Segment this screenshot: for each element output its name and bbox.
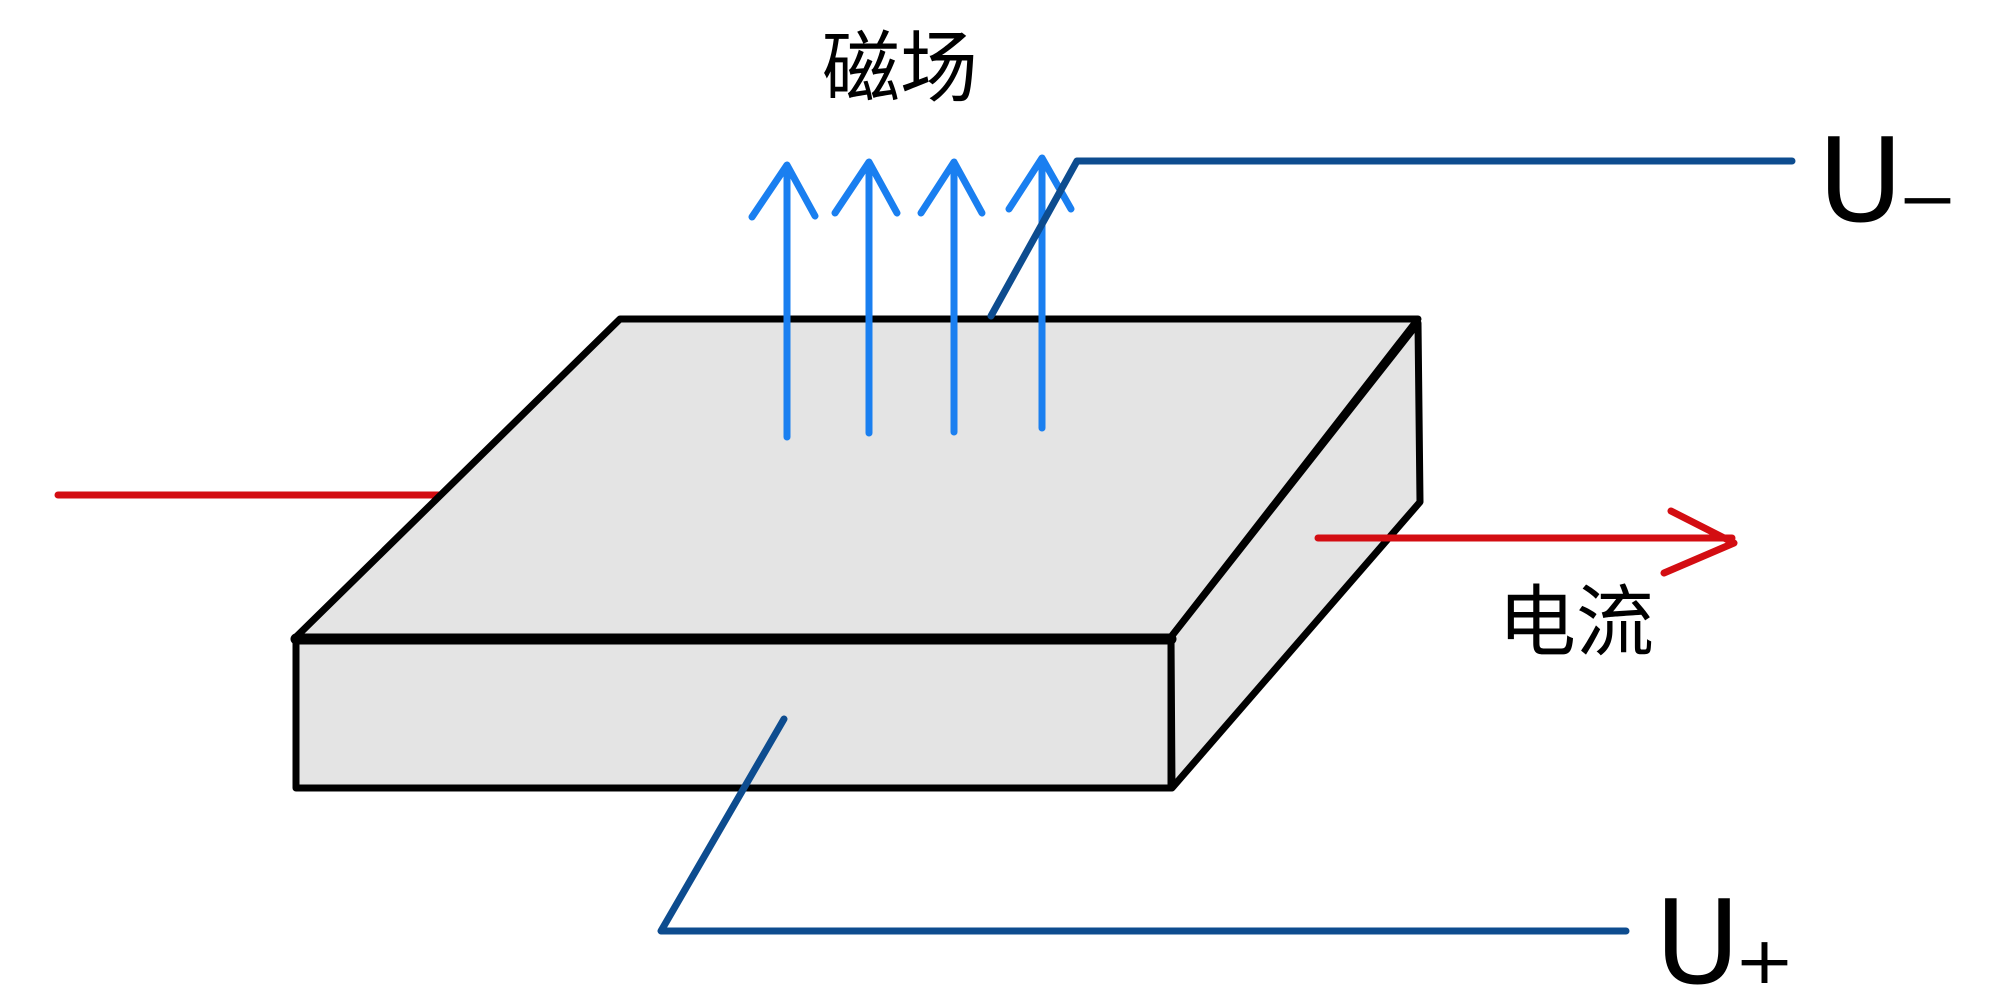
voltage-negative-label: U₋ — [1818, 114, 1958, 249]
voltage-lead-negative — [987, 157, 1796, 320]
magnetic-arrow-3 — [917, 158, 986, 436]
magnetic-arrow-2 — [831, 158, 901, 437]
voltage-positive-label: U₊ — [1655, 876, 1795, 1004]
voltage-lead-positive — [657, 715, 1630, 935]
current-label: 电流 — [1498, 578, 1655, 668]
block-side-face — [1167, 319, 1424, 792]
magnetic-arrow-1 — [748, 161, 819, 441]
block-front-face — [292, 635, 1175, 792]
current-outgoing-arrow — [1314, 507, 1738, 577]
magnetic-field-label: 磁场 — [822, 24, 979, 114]
magnetic-field-arrows — [748, 154, 1075, 441]
